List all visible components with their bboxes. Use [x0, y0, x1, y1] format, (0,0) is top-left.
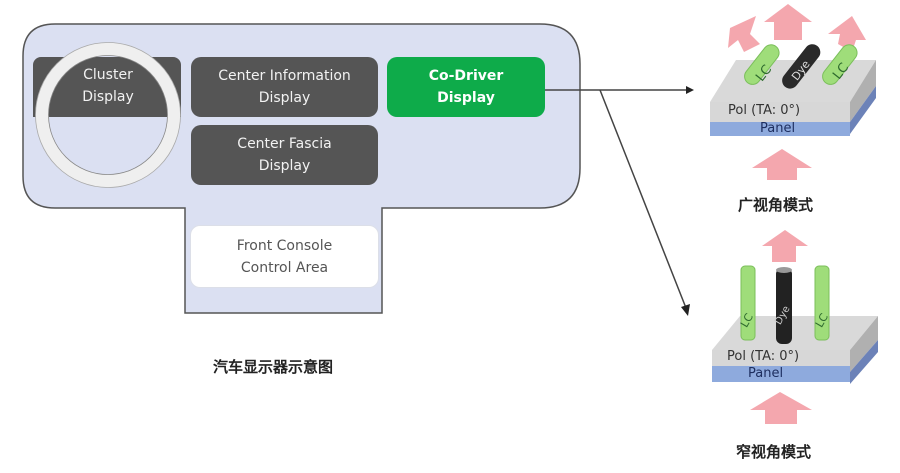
cid-line2: Display	[258, 90, 311, 106]
wide-panel-label: Panel	[760, 121, 796, 136]
incoming-light-arrow-icon	[752, 149, 812, 180]
narrow-pol-label: Pol (TA: 0°)	[727, 349, 800, 364]
center-information-display: Center Information Display	[191, 57, 378, 117]
light-arrow-icon	[828, 16, 866, 52]
cluster-line2: Display	[82, 89, 134, 105]
cluster-line1: Cluster	[83, 67, 133, 83]
incoming-light-arrow-icon	[750, 392, 812, 424]
connector-line-diagonal	[599, 89, 687, 309]
cid-line1: Center Information	[218, 68, 351, 84]
arrow-head-icon	[686, 86, 694, 94]
light-arrow-icon	[762, 230, 808, 262]
narrow-panel-label: Panel	[748, 366, 784, 381]
center-fascia-display: Center Fascia Display	[191, 125, 378, 185]
dashboard-caption: 汽车显示器示意图	[213, 358, 334, 376]
wide-mode-caption: 广视角模式	[738, 196, 814, 214]
light-arrow-icon	[764, 4, 812, 40]
front-console-control-area: Front Console Control Area	[190, 225, 379, 288]
narrow-mode-caption: 窄视角模式	[736, 443, 812, 461]
cluster-display-label: Cluster Display	[58, 64, 158, 108]
codriver-line2: Display	[437, 90, 495, 106]
co-driver-display: Co-Driver Display	[387, 57, 545, 117]
cfd-line2: Display	[258, 158, 311, 174]
light-arrow-icon	[728, 16, 760, 52]
wide-pol-label: Pol (TA: 0°)	[728, 103, 801, 118]
console-line2: Control Area	[240, 259, 329, 276]
cfd-line1: Center Fascia	[237, 136, 332, 152]
console-line1: Front Console	[236, 237, 333, 254]
arrow-head-icon	[681, 304, 690, 316]
codriver-line1: Co-Driver	[428, 68, 504, 84]
